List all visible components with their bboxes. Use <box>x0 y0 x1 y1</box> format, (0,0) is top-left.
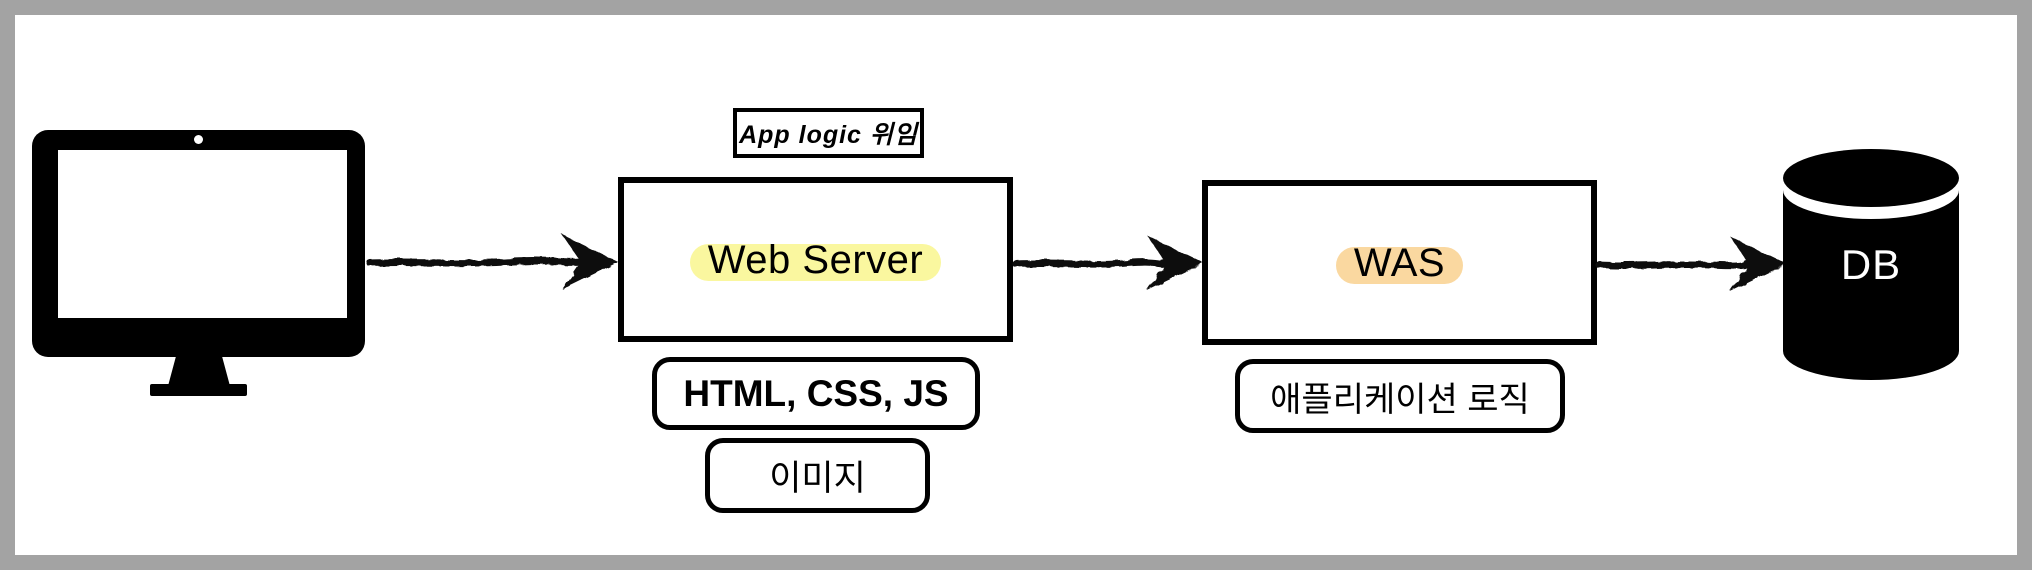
arrow-webserver-to-was-icon <box>1012 235 1204 291</box>
monitor-stand-base <box>150 384 247 396</box>
monitor-stand <box>168 356 230 386</box>
monitor-screen <box>58 150 347 318</box>
diagram-canvas: App logic 위임 Web Server WAS <box>15 15 2017 555</box>
database-cylinder-icon: DB <box>1782 148 1960 381</box>
monitor-camera-dot <box>194 135 203 144</box>
web-asset-images: 이미지 <box>705 438 930 513</box>
app-logic-note: App logic 위임 <box>733 108 924 158</box>
was-asset-application-logic: 애플리케이션 로직 <box>1235 359 1565 433</box>
web-server-node: Web Server <box>618 177 1013 342</box>
was-label: WAS <box>1353 240 1446 285</box>
web-server-label: Web Server <box>707 237 924 282</box>
web-asset-images-label: 이미지 <box>769 459 866 498</box>
db-label: DB <box>1840 241 1902 288</box>
desktop-monitor-icon <box>32 130 365 396</box>
arrow-was-to-db-icon <box>1595 236 1787 292</box>
web-asset-html-css-js-label: HTML, CSS, JS <box>683 372 949 414</box>
web-server-highlight: Web Server <box>689 237 942 283</box>
was-asset-application-logic-label: 애플리케이션 로직 <box>1270 380 1530 419</box>
database-cylinder-shape <box>1783 149 1959 380</box>
was-highlight: WAS <box>1335 240 1464 286</box>
web-asset-html-css-js: HTML, CSS, JS <box>652 357 980 430</box>
app-logic-note-text: App logic 위임 <box>739 121 918 149</box>
arrow-client-to-webserver-icon <box>366 234 619 290</box>
was-node: WAS <box>1202 180 1597 345</box>
